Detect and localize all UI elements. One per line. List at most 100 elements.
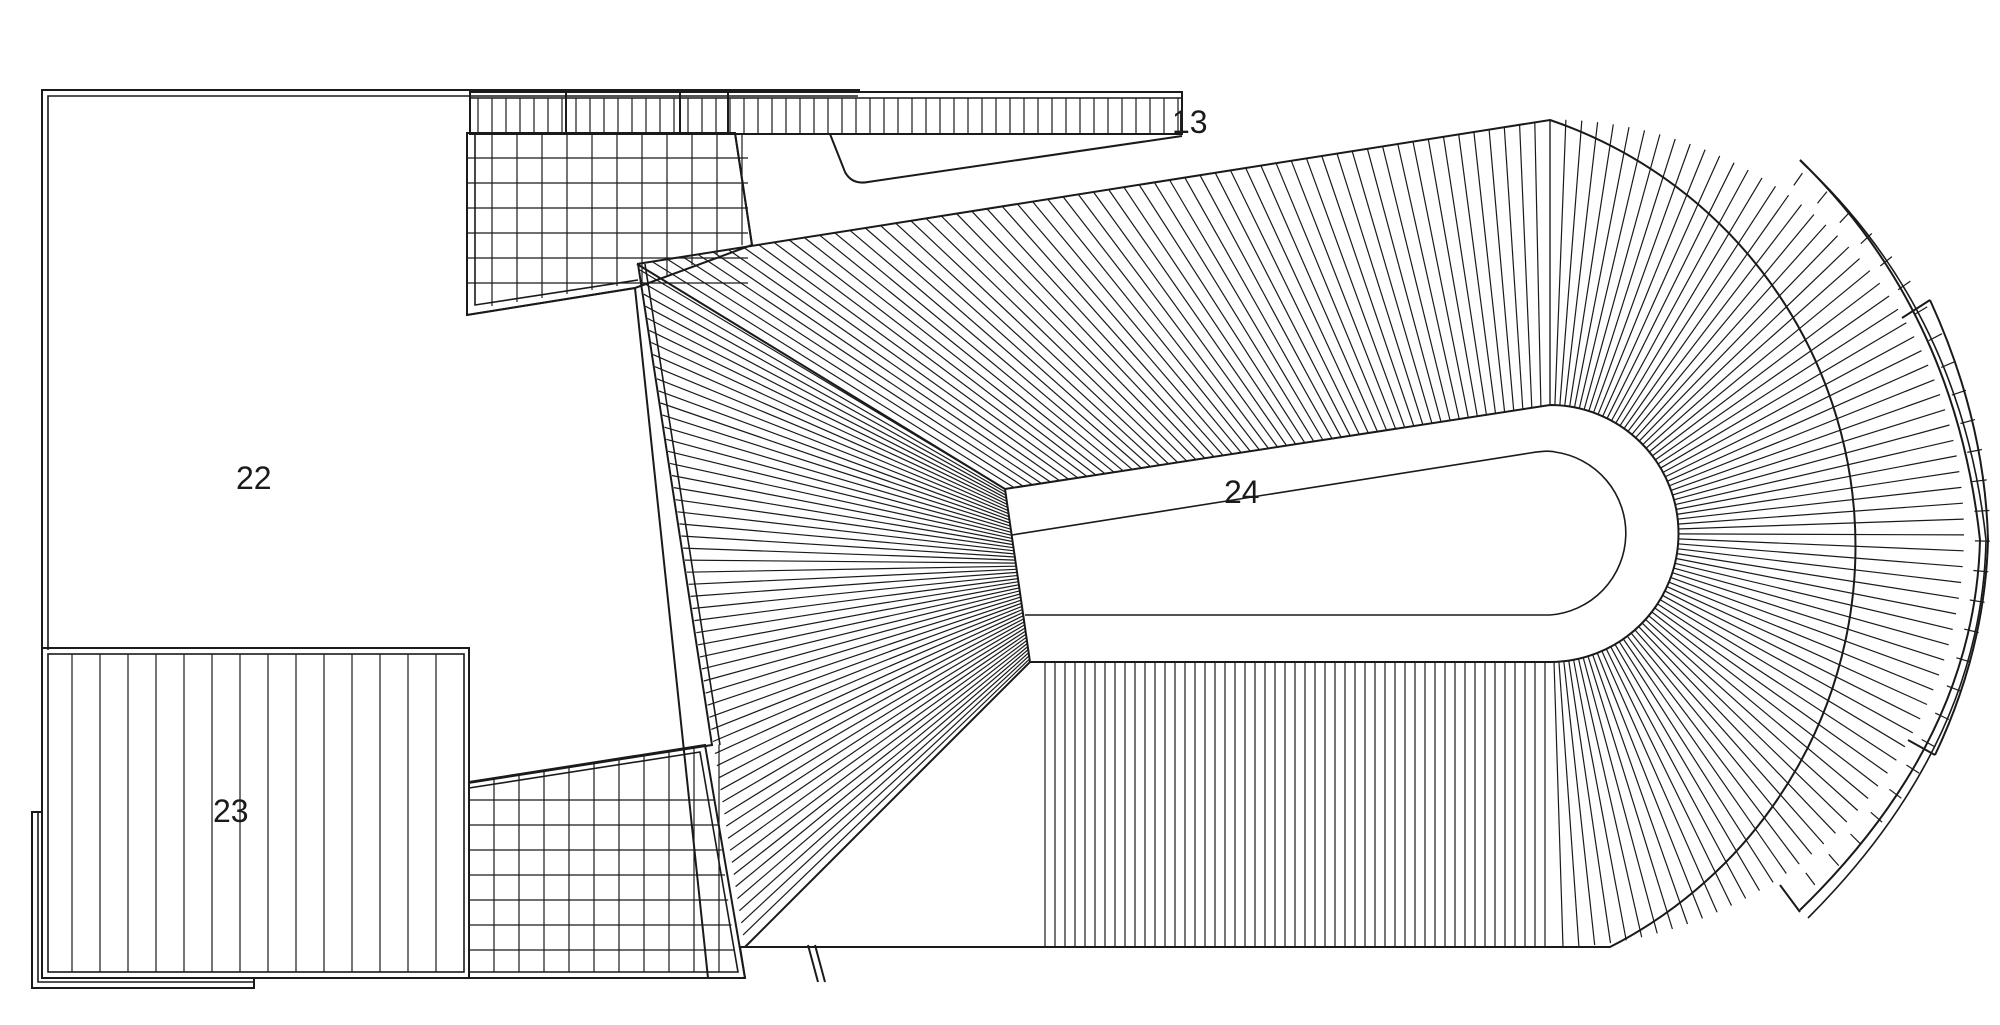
landing-tread xyxy=(666,438,1012,533)
landing-tread xyxy=(681,535,1015,558)
upper-flight-tread xyxy=(1153,182,1315,442)
curve-tread xyxy=(1568,660,1612,944)
landing-tread xyxy=(735,646,1029,888)
upper-flight-tread xyxy=(1382,146,1451,421)
curve-tread xyxy=(1666,364,1929,482)
curve-tread xyxy=(1656,603,1897,761)
upper-flight-tread xyxy=(727,249,1060,482)
upper-flight-tread xyxy=(1093,191,1278,448)
curve-tread xyxy=(1601,650,1718,913)
landing-tread xyxy=(669,462,1013,539)
landing-tread xyxy=(643,293,1007,496)
balcony-grid-line xyxy=(1828,853,1840,866)
balcony-grid-line xyxy=(1817,191,1828,204)
upper-flight-tread xyxy=(667,258,1024,487)
upper-flight-tread xyxy=(1123,186,1297,445)
balcony-grid-line xyxy=(1805,872,1816,886)
upper-flight-tread xyxy=(1260,165,1378,432)
curve-tread xyxy=(1662,336,1915,474)
landing-tread xyxy=(718,618,1025,779)
landing-tread xyxy=(696,581,1019,634)
curve-tread xyxy=(1588,138,1676,412)
curve-tread xyxy=(1563,660,1596,946)
curve-tread xyxy=(1677,543,1963,568)
upper-flight-tread xyxy=(804,237,1106,475)
balcony-grid-line xyxy=(1934,712,1950,721)
curve-tread xyxy=(1664,350,1922,478)
balcony-grid-line xyxy=(1870,811,1883,823)
landing-tread xyxy=(675,499,1014,549)
curve-tread xyxy=(1661,594,1914,734)
upper-flight-tread xyxy=(1305,158,1406,428)
landing-tread xyxy=(711,605,1023,730)
curve-tread xyxy=(1644,618,1859,811)
upper-flight-tread xyxy=(1169,179,1324,441)
room-22-outline xyxy=(41,89,860,979)
curve-tread xyxy=(1674,439,1954,506)
curve-tread xyxy=(1671,409,1946,496)
balcony-grid-line xyxy=(1879,256,1893,267)
upper-flight-tread xyxy=(880,225,1151,468)
curve-tread xyxy=(1609,646,1747,899)
upper-flight-tread xyxy=(956,213,1197,461)
landing-tread xyxy=(727,633,1027,839)
curve-tread xyxy=(1676,552,1959,599)
landing-tread xyxy=(740,655,1030,924)
curve-tread xyxy=(1591,654,1689,925)
upper-flight-tread xyxy=(697,253,1042,484)
landing-tread xyxy=(692,574,1018,610)
upper-flight-tread xyxy=(682,256,1033,486)
landing-tread xyxy=(679,523,1015,555)
curve-tread xyxy=(1569,124,1614,408)
ramp-24-outline xyxy=(636,118,1990,979)
curve-tread xyxy=(1559,120,1583,406)
upper-flight-tread xyxy=(1077,194,1269,449)
landing-tread xyxy=(673,487,1014,546)
upper-flight-tread xyxy=(1351,151,1433,424)
landing-tread xyxy=(716,615,1024,767)
landing-tread xyxy=(701,590,1020,670)
curve-tread xyxy=(1554,119,1567,406)
balcony-grid-line xyxy=(1889,788,1902,799)
curve-tread xyxy=(1619,185,1777,427)
upper-flight-tread xyxy=(743,246,1069,480)
upper-flight-tread xyxy=(1534,122,1542,407)
curve-tread xyxy=(1671,572,1945,661)
curve-tread xyxy=(1641,622,1848,823)
curve-tread xyxy=(1677,486,1962,520)
curve-tread xyxy=(1634,629,1825,845)
curve-tread xyxy=(1657,308,1899,465)
curve-tread xyxy=(1670,394,1941,492)
curve-tread xyxy=(1572,659,1627,941)
landing-tread xyxy=(683,547,1016,561)
landing-tread xyxy=(697,584,1019,646)
curve-tread xyxy=(1638,235,1839,442)
curve-tread xyxy=(1577,658,1643,938)
upper-flight-tread xyxy=(910,220,1169,465)
upper-flight-tread xyxy=(834,232,1124,472)
upper-flight-tread xyxy=(1108,189,1288,446)
curve-tread xyxy=(1583,134,1661,411)
upper-flight-tread xyxy=(1001,206,1224,456)
top-stair-strip xyxy=(469,91,1183,184)
curve-tread xyxy=(1659,598,1906,748)
curve-tread xyxy=(1675,557,1957,615)
curve-tread xyxy=(1677,518,1964,530)
landing-tread xyxy=(724,627,1026,815)
landing-tread xyxy=(641,281,1006,493)
curve-tread xyxy=(1634,224,1827,439)
landing-tread xyxy=(664,426,1011,530)
curve-tread xyxy=(1677,538,1964,552)
curve-tread xyxy=(1664,590,1921,720)
curve-tread xyxy=(1637,625,1836,834)
curve-tread xyxy=(1582,656,1658,934)
curve-tread xyxy=(1654,295,1890,461)
curve-tread xyxy=(1622,638,1787,874)
curve-tread xyxy=(1614,177,1763,424)
curve-tread xyxy=(1648,270,1871,453)
curve-tread xyxy=(1675,455,1957,511)
curve-tread xyxy=(1659,322,1907,469)
curve-tread xyxy=(1673,424,1950,501)
upper-flight-tread xyxy=(1442,136,1487,415)
landing-tread xyxy=(652,354,1009,512)
